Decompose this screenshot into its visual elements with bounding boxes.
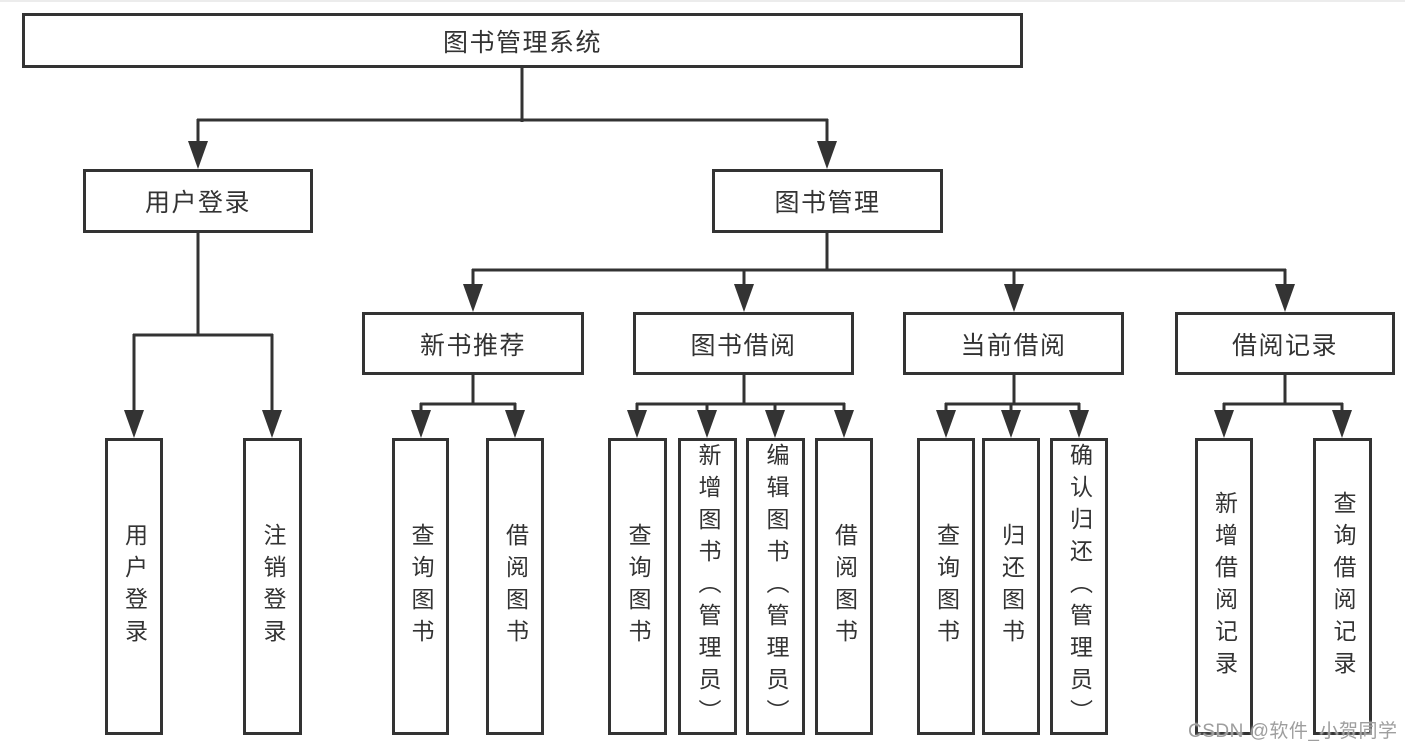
node-root-label: 图书管理系统	[442, 28, 602, 57]
node-leaf-bb-add-books-admin-label: 新增图书（管理员）	[695, 442, 721, 731]
arrowhead	[411, 410, 431, 438]
arrowhead	[936, 410, 956, 438]
node-book-borrowing-label: 图书借阅	[690, 331, 797, 360]
node-book-borrowing: 图书借阅	[633, 312, 854, 375]
arrowhead	[697, 410, 717, 438]
node-current-borrowing-label: 当前借阅	[960, 331, 1067, 360]
node-user-login: 用户登录	[83, 169, 313, 233]
arrowhead	[1001, 410, 1021, 438]
top-edge-line	[0, 0, 1405, 2]
node-leaf-bb-borrow-books-label: 借阅图书	[831, 522, 858, 651]
connector-bookmgmt-to-level3	[463, 232, 1295, 312]
arrowhead	[463, 284, 483, 312]
arrowhead	[765, 410, 785, 438]
arrowhead	[1332, 410, 1352, 438]
arrowhead	[834, 410, 854, 438]
connector-currentborrow-to-leaves	[936, 374, 1089, 438]
connector-userlogin-to-leaves	[124, 232, 282, 438]
connector-borrowrecords-to-leaves	[1214, 374, 1352, 438]
arrowhead	[1004, 284, 1024, 312]
arrowhead	[505, 410, 525, 438]
node-leaf-bb-borrow-books: 借阅图书	[815, 438, 873, 735]
node-leaf-bb-add-books-admin: 新增图书（管理员）	[678, 438, 737, 735]
node-leaf-user-login-label: 用户登录	[121, 522, 148, 651]
node-leaf-cb-return-books: 归还图书	[982, 438, 1040, 735]
node-borrowing-records: 借阅记录	[1175, 312, 1395, 375]
arrowhead	[124, 410, 144, 438]
node-leaf-nbr-query-books: 查询图书	[392, 438, 449, 735]
connector-root-to-level2	[188, 66, 837, 169]
node-leaf-logout-label: 注销登录	[260, 522, 286, 651]
node-leaf-logout: 注销登录	[243, 438, 302, 735]
node-leaf-cb-confirm-return-admin: 确认归还（管理员）	[1050, 438, 1108, 735]
watermark: CSDN @软件_小贺同学	[1188, 721, 1398, 742]
arrowhead	[1069, 410, 1089, 438]
node-leaf-bb-edit-books-admin: 编辑图书（管理员）	[746, 438, 805, 735]
node-leaf-user-login: 用户登录	[105, 438, 163, 735]
arrowhead	[817, 141, 837, 169]
node-leaf-cb-query-books: 查询图书	[917, 438, 975, 735]
node-leaf-br-query-record: 查询借阅记录	[1313, 438, 1372, 735]
node-leaf-bb-query-books-label: 查询图书	[625, 522, 651, 651]
node-leaf-bb-query-books: 查询图书	[608, 438, 667, 735]
node-new-book-recommend: 新书推荐	[362, 312, 584, 375]
node-leaf-nbr-query-books-label: 查询图书	[408, 522, 434, 651]
node-leaf-br-add-record-label: 新增借阅记录	[1211, 490, 1238, 683]
node-borrowing-records-label: 借阅记录	[1231, 331, 1338, 360]
node-leaf-br-query-record-label: 查询借阅记录	[1330, 490, 1356, 683]
node-leaf-cb-query-books-label: 查询图书	[933, 522, 960, 651]
node-user-login-label: 用户登录	[144, 189, 251, 217]
arrowhead	[734, 284, 754, 312]
arrowhead	[1275, 284, 1295, 312]
node-book-management-label: 图书管理	[774, 189, 881, 217]
node-leaf-nbr-borrow-books-label: 借阅图书	[502, 522, 529, 651]
node-book-management: 图书管理	[712, 169, 943, 233]
node-root: 图书管理系统	[22, 13, 1023, 68]
arrowhead	[627, 410, 647, 438]
arrowhead	[262, 410, 282, 438]
connector-bookborrow-to-leaves	[627, 374, 854, 438]
node-leaf-cb-return-books-label: 归还图书	[998, 522, 1025, 651]
arrowhead	[188, 141, 208, 169]
node-leaf-br-add-record: 新增借阅记录	[1195, 438, 1253, 735]
node-current-borrowing: 当前借阅	[903, 312, 1124, 375]
node-leaf-cb-confirm-return-admin-label: 确认归还（管理员）	[1066, 442, 1093, 731]
connector-newbook-to-leaves	[411, 374, 525, 438]
arrowhead	[1214, 410, 1234, 438]
node-leaf-nbr-borrow-books: 借阅图书	[486, 438, 544, 735]
node-leaf-bb-edit-books-admin-label: 编辑图书（管理员）	[763, 442, 789, 731]
node-new-book-recommend-label: 新书推荐	[419, 331, 526, 360]
